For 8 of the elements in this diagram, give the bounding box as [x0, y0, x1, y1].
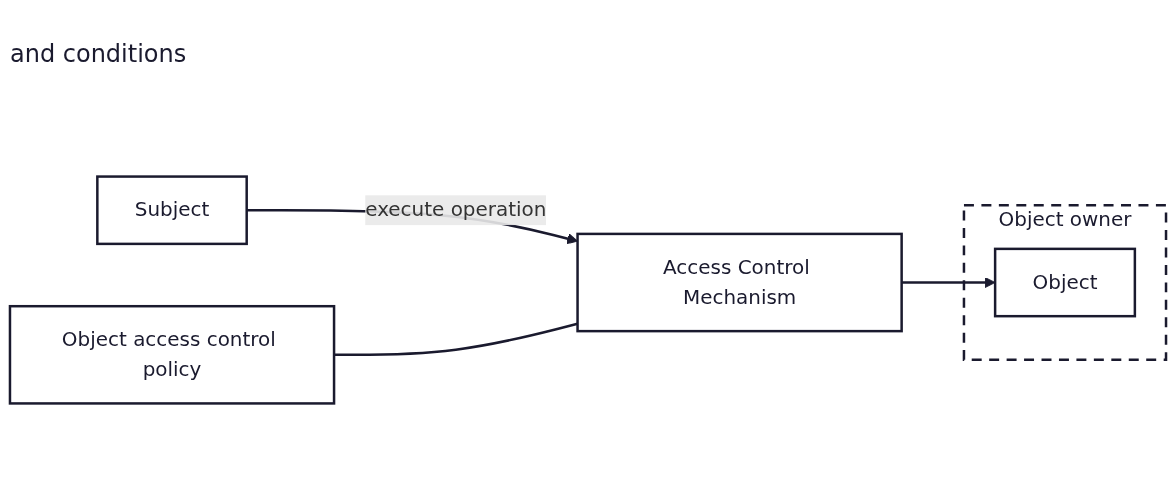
- note-text: and conditions: [10, 40, 187, 68]
- edge-label: execute operation: [365, 197, 547, 222]
- arrow: [901, 277, 996, 288]
- node-box: Object access control policy: [8, 304, 336, 405]
- node-box: Access Control Mechanism: [576, 232, 903, 333]
- node-box: Subject: [96, 175, 248, 246]
- connector: [334, 322, 578, 357]
- node-box: Object: [993, 247, 1137, 318]
